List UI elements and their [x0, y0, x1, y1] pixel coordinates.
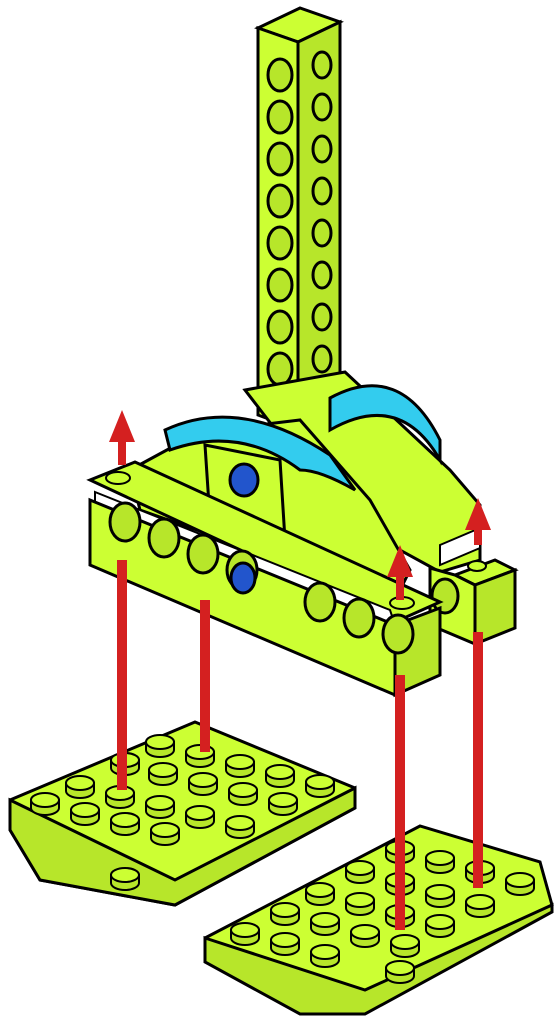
vbeam-front-hole-4: [268, 185, 292, 217]
stud-right-5: [346, 861, 374, 883]
stud-left-3: [226, 755, 254, 777]
vbeam-side-hole-4: [313, 178, 331, 204]
vbeam-side-hole-7: [313, 304, 331, 330]
hbeam-hole-7: [344, 599, 374, 637]
stud-left-15: [226, 816, 254, 838]
vbeam-front-hole-8: [268, 353, 292, 385]
vbeam-side-hole-2: [313, 94, 331, 120]
vbeam-front-hole-3: [268, 143, 292, 175]
stud-left-5: [306, 775, 334, 797]
stud-left-14: [186, 806, 214, 828]
stud-left-18: [111, 813, 139, 835]
wedge-plate-left: [10, 722, 355, 905]
vbeam-side-hole-6: [313, 262, 331, 288]
stud-right-14: [311, 913, 339, 935]
stud-left-1: [146, 735, 174, 757]
stud-right-16: [391, 935, 419, 957]
stud-left-9: [229, 783, 257, 805]
stud-right-17: [231, 923, 259, 945]
stud-right-19: [311, 945, 339, 967]
technic-beam-vertical: [258, 8, 340, 430]
stud-right-9: [306, 883, 334, 905]
stud-right-18: [271, 933, 299, 955]
stud-right-12: [426, 915, 454, 937]
hbeam-hole-8: [383, 615, 413, 653]
hbeam-hole-3: [188, 535, 218, 573]
stud-left-19: [151, 823, 179, 845]
stud-right-15: [351, 925, 379, 947]
hbeam-hole-2: [149, 519, 179, 557]
stud-left-7: [149, 763, 177, 785]
stud-left-8: [189, 773, 217, 795]
arrow-left-2: [200, 600, 210, 752]
vbeam-front-hole-2: [268, 101, 292, 133]
stud-right-4: [506, 873, 534, 895]
stud-right-2: [426, 851, 454, 873]
hbeam-hole-6: [305, 583, 335, 621]
stud-right-10: [346, 893, 374, 915]
stud-left-20: [111, 868, 139, 890]
vbeam-front-hole-5: [268, 227, 292, 259]
stud-left-17: [71, 803, 99, 825]
stud-left-4: [266, 765, 294, 787]
vbeam-side-hole-3: [313, 136, 331, 162]
vbeam-side-hole-5: [313, 220, 331, 246]
vbeam-side-hole-1: [313, 52, 331, 78]
stud-left-13: [146, 796, 174, 818]
vbeam-front-hole-1: [268, 59, 292, 91]
stud-right-13: [271, 903, 299, 925]
vbeam-front-hole-7: [268, 311, 292, 343]
stud-left-16: [31, 793, 59, 815]
stud-left-11: [66, 776, 94, 798]
stud-right-8: [466, 895, 494, 917]
vbeam-side-hole-8: [313, 346, 331, 372]
vbeam-front-hole-6: [268, 269, 292, 301]
stud-right-20: [386, 961, 414, 983]
stud-left-10: [269, 793, 297, 815]
stud-right-7: [426, 885, 454, 907]
hbeam-hole-1: [110, 503, 140, 541]
